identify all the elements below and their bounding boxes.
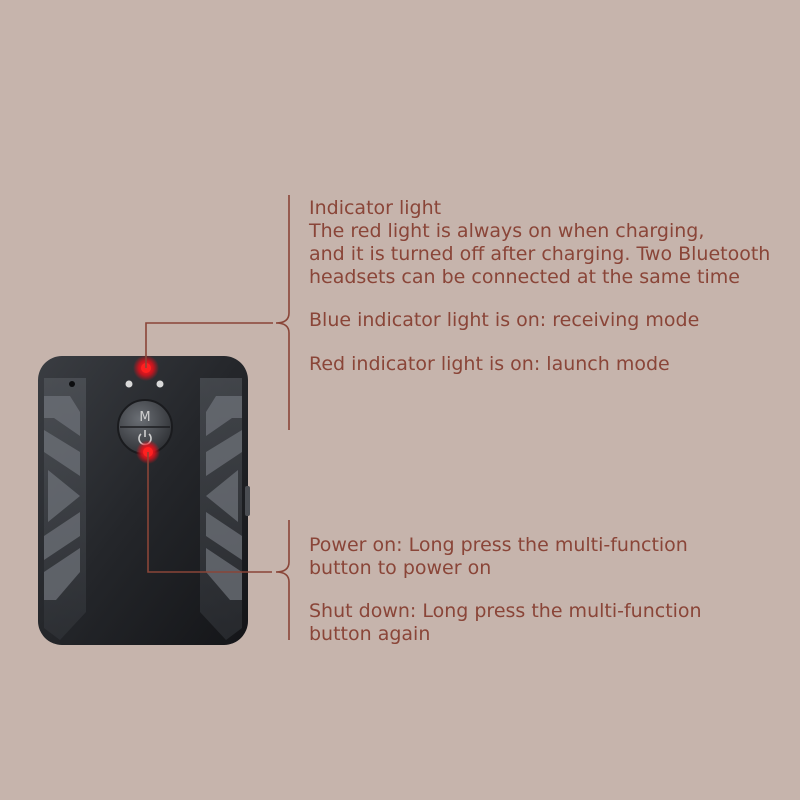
side-switch (245, 486, 250, 516)
power-on-instruction: Power on: Long press the multi-function … (309, 534, 688, 579)
microphone-hole (69, 381, 75, 387)
leader-lines (145, 195, 290, 640)
indicator-light-title: Indicator light (309, 197, 442, 219)
right-chevron-pattern (206, 396, 242, 600)
mode-button-label: M (139, 410, 150, 425)
indicator-dot-left (125, 380, 133, 388)
shut-down-instruction: Shut down: Long press the multi-function… (309, 600, 702, 645)
red-indicator-note: Red indicator light is on: launch mode (309, 353, 670, 375)
button-bracket (275, 520, 290, 640)
indicator-bracket (275, 195, 290, 430)
indicator-light-description: The red light is always on when charging… (309, 220, 771, 288)
indicator-leader-line (145, 322, 273, 368)
indicator-dot-right (156, 380, 164, 388)
button-leader-line (147, 452, 272, 573)
left-chevron-pattern (44, 396, 80, 600)
bluetooth-transmitter-device: M (38, 355, 250, 645)
blue-indicator-note: Blue indicator light is on: receiving mo… (309, 309, 700, 331)
